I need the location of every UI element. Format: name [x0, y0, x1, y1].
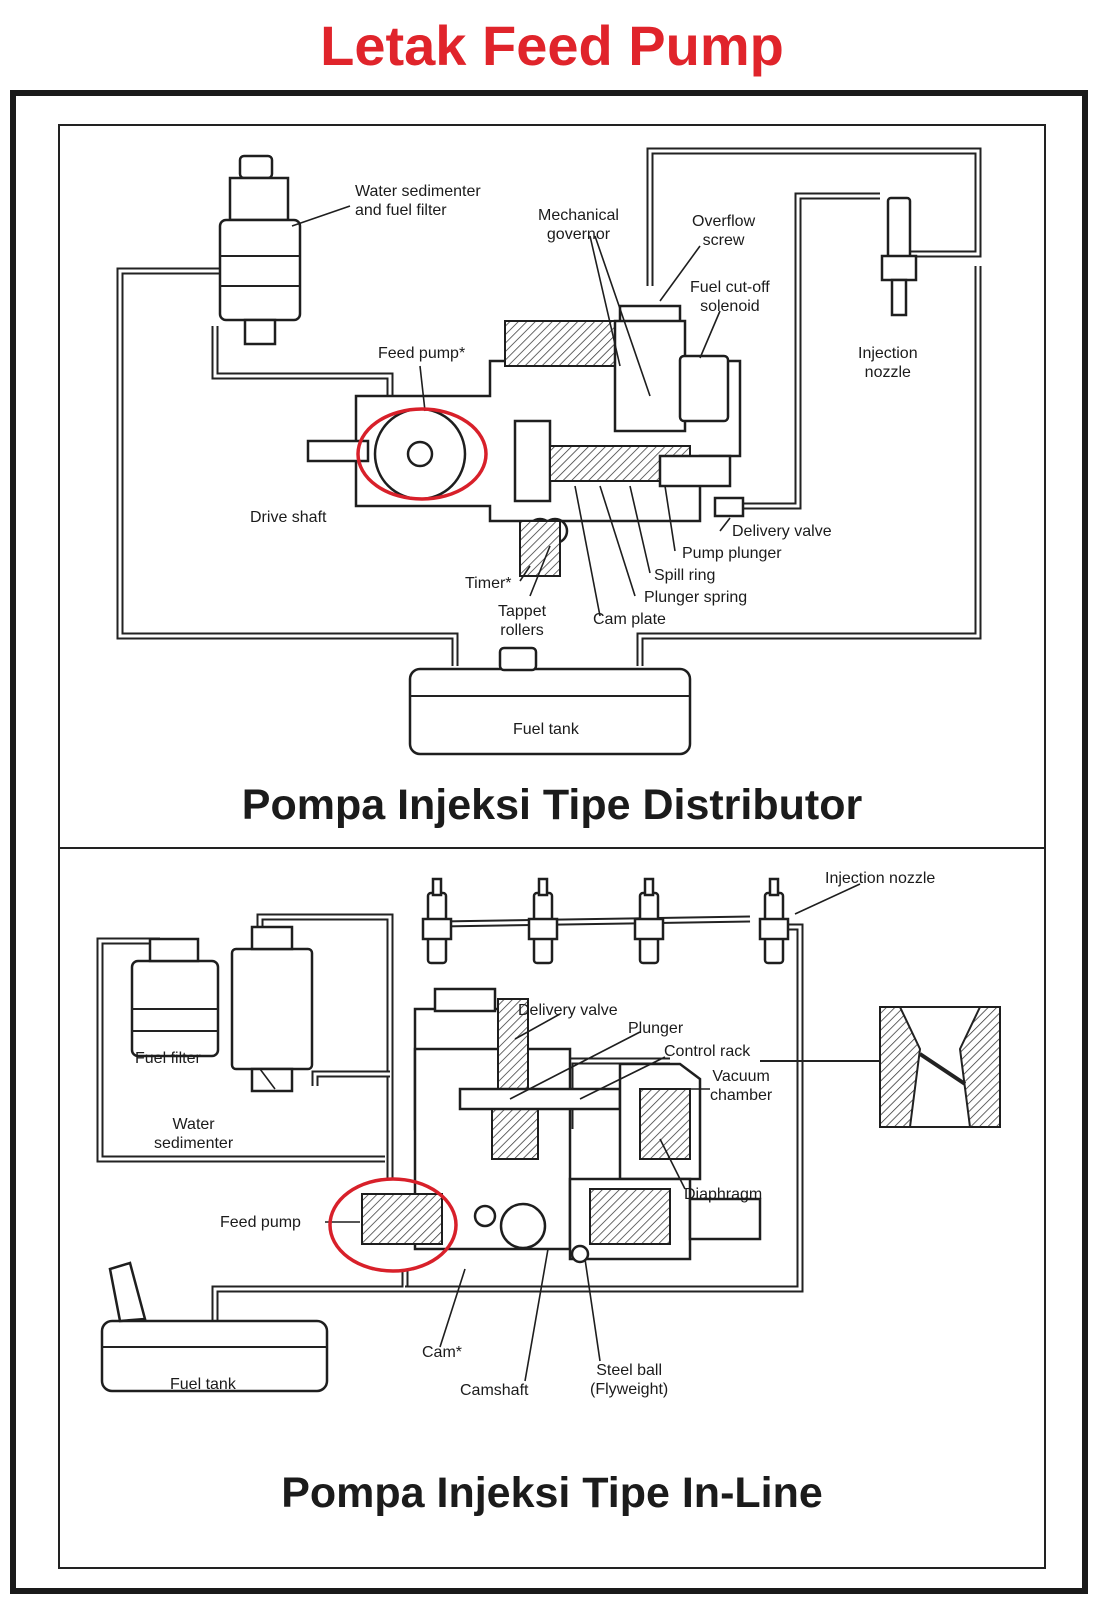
label-tappet-rollers: Tappet rollers — [498, 603, 547, 639]
label-delivery-valve: Delivery valve — [518, 1002, 618, 1019]
distributor-caption: Pompa Injeksi Tipe Distributor — [241, 781, 863, 829]
distributor-pump-body — [306, 304, 745, 577]
venturi — [760, 1006, 1001, 1128]
label-injection-nozzle: Injection nozzle — [825, 870, 936, 887]
inline-diagram — [96, 877, 1001, 1393]
label-control-rack: Control rack — [664, 1043, 751, 1060]
inline-caption: Pompa Injeksi Tipe In-Line — [281, 1469, 823, 1517]
water-sedimenter — [230, 925, 314, 1093]
label-spill-ring: Spill ring — [654, 567, 716, 584]
label-vacuum-chamber: Vacuum chamber — [710, 1068, 773, 1104]
label-injection-nozzle: Injection nozzle — [858, 345, 918, 381]
distributor-diagram — [116, 147, 982, 756]
label-drive-shaft: Drive shaft — [250, 509, 327, 526]
label-fuel-tank: Fuel tank — [170, 1376, 236, 1393]
label-fuel-cutoff-solenoid: Fuel cut-off solenoid — [690, 279, 770, 315]
label-feed-pump: Feed pump — [220, 1214, 301, 1231]
page-title: Letak Feed Pump — [320, 14, 784, 77]
label-delivery-valve: Delivery valve — [732, 523, 832, 540]
feed-pump-highlight — [328, 1177, 458, 1273]
fuel-lines — [116, 147, 982, 666]
label-overflow-screw: Overflow screw — [692, 213, 756, 249]
fuel-lines — [96, 913, 804, 1329]
water-sedimenter-fuel-filter — [218, 154, 302, 346]
injection-nozzles — [421, 877, 790, 965]
label-water-sedimenter: Water sedimenter — [154, 1116, 234, 1152]
fuel-filter — [130, 937, 220, 1058]
label-mechanical-governor: Mechanical governor — [538, 207, 619, 243]
outer-frame — [10, 90, 1088, 1594]
label-pump-plunger: Pump plunger — [682, 545, 782, 562]
inline-pump-body — [361, 987, 762, 1264]
label-plunger-spring: Plunger spring — [644, 589, 748, 606]
label-camshaft: Camshaft — [460, 1382, 529, 1399]
label-timer: Timer* — [465, 575, 512, 592]
fuel-tank — [100, 1261, 329, 1393]
label-water-sedimenter-filter: Water sedimenter and fuel filter — [355, 183, 481, 219]
label-diaphragm: Diaphragm — [684, 1186, 763, 1203]
feed-pump-highlight — [356, 407, 488, 501]
injection-nozzle — [880, 196, 918, 317]
label-fuel-filter: Fuel filter — [135, 1050, 201, 1067]
distributor-panel: Water sedimenter and fuel filter Mechani… — [58, 124, 1046, 849]
label-fuel-tank: Fuel tank — [513, 721, 579, 738]
label-cam: Cam* — [422, 1344, 463, 1361]
label-feed-pump: Feed pump* — [378, 345, 466, 362]
label-cam-plate: Cam plate — [593, 611, 666, 628]
label-steel-ball: Steel ball (Flyweight) — [590, 1362, 669, 1398]
label-plunger: Plunger — [628, 1020, 684, 1037]
leader-lines — [291, 205, 731, 617]
fuel-tank — [408, 646, 692, 756]
inline-panel: Injection nozzle Fuel filter Water sedim… — [58, 847, 1046, 1569]
